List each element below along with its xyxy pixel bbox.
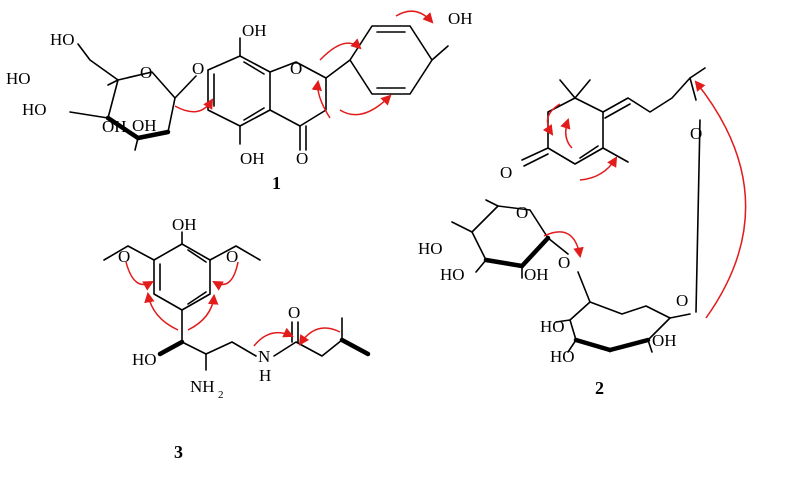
c2-label-oh-1: OH xyxy=(524,265,549,284)
c1-label-oh-4p: OH xyxy=(448,9,473,28)
compound-2-bonds xyxy=(451,67,706,353)
c3-label-o-methoxy-1: O xyxy=(118,247,130,266)
c1-label-oh-1: OH xyxy=(132,116,157,135)
compound-1-hmbc-arrows xyxy=(174,10,434,119)
c1-label-oh-8: OH xyxy=(242,21,267,40)
c1-label-o-pyran: O xyxy=(290,59,302,78)
c3-label-amine: NH xyxy=(190,377,215,396)
c1-label-oh-5: OH xyxy=(240,149,265,168)
c3-label-h: H xyxy=(259,366,271,385)
c3-label-ho: HO xyxy=(132,350,157,369)
compound-3-bonds xyxy=(103,231,371,371)
c2-label-ho-1: HO xyxy=(418,239,443,258)
c2-label-o-ketone: O xyxy=(500,163,512,182)
compound-2-hmbc-arrows xyxy=(542,80,747,319)
c1-label-ho-3: HO xyxy=(22,100,47,119)
c2-label-o-ring-1: O xyxy=(516,203,528,222)
compound-1-number: 1 xyxy=(272,173,281,193)
compound-1-structure: HO HO HO OH O O OH O OH OH O OH 1 xyxy=(6,9,473,193)
c3-label-o-methoxy-2: O xyxy=(226,247,238,266)
c2-label-ho-4: HO xyxy=(550,347,575,366)
compound-1-bonds xyxy=(69,25,449,151)
c2-label-oh-2: OH xyxy=(652,331,677,350)
compound-2-atom-labels: O O HO HO OH O O HO HO OH O xyxy=(418,124,702,366)
c1-label-oh-6: OH xyxy=(102,117,127,136)
c2-label-o-glycosidic: O xyxy=(558,253,570,272)
c2-label-o-ether: O xyxy=(690,124,702,143)
compound-3-structure: OH O O HO NH 2 N H O 3 xyxy=(103,215,371,462)
compound-2-number: 2 xyxy=(595,378,604,398)
c1-label-o-carbonyl: O xyxy=(296,149,308,168)
c2-label-o-ring-2: O xyxy=(676,291,688,310)
compound-1-atom-labels: HO HO HO OH O O OH O OH OH O OH xyxy=(6,9,473,168)
c1-label-o-link: O xyxy=(192,59,204,78)
c1-label-ho-2: HO xyxy=(6,69,31,88)
c3-label-n: N xyxy=(258,347,270,366)
c3-label-amine-subscript: 2 xyxy=(218,389,224,401)
c1-label-o-ring: O xyxy=(140,63,152,82)
c3-label-o-amide: O xyxy=(288,303,300,322)
c1-label-ho-1: HO xyxy=(50,30,75,49)
compound-3-atom-labels: OH O O HO NH 2 N H O xyxy=(118,215,300,401)
compound-2-structure: O O HO HO OH O O HO HO OH O 2 xyxy=(418,67,747,398)
c3-label-oh-phenol: OH xyxy=(172,215,197,234)
c2-label-ho-3: HO xyxy=(540,317,565,336)
compound-3-number: 3 xyxy=(174,442,183,462)
c2-label-ho-2: HO xyxy=(440,265,465,284)
compound-3-hmbc-arrows xyxy=(125,261,341,347)
